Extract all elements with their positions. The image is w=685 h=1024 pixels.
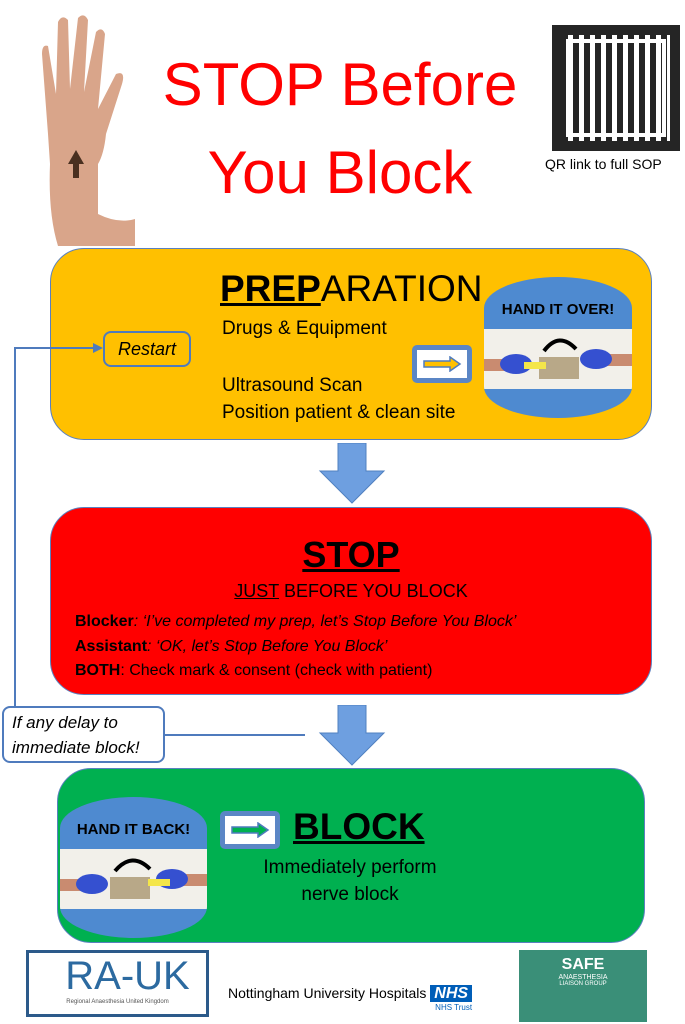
- stop-line: Blocker: ‘I’ve completed my prep, let’s …: [75, 613, 517, 630]
- nuh-logo: Nottingham University Hospitals NHS NHS …: [228, 985, 473, 1012]
- prep-item: Ultrasound Scan: [222, 375, 363, 396]
- handover-photo: [484, 329, 632, 389]
- restart-label: Restart: [103, 331, 191, 367]
- down-arrow-icon: [318, 705, 386, 766]
- title-line-2: You Block: [207, 139, 473, 206]
- down-arrow-icon: [318, 443, 386, 504]
- raised-hand-image: [38, 14, 135, 246]
- stop-box: [50, 507, 652, 695]
- qr-code[interactable]: [552, 25, 680, 151]
- prep-item: Drugs & Equipment: [222, 318, 387, 339]
- block-title: BLOCK: [293, 806, 425, 847]
- title-line-1: STOP Before: [162, 51, 518, 118]
- preparation-title: PREPARATION: [220, 268, 483, 309]
- stop-script: Blocker: ‘I’ve completed my prep, let’s …: [75, 610, 516, 684]
- arrow-right-icon: [220, 811, 280, 849]
- handback-photo: [60, 849, 207, 909]
- hand-it-back-panel: HAND IT BACK!: [60, 797, 207, 938]
- block-line: nerve block: [301, 884, 399, 905]
- hand-it-over-label: HAND IT OVER!: [501, 301, 615, 318]
- safe-logo: SAFE ANAESTHESIA LIAISON GROUP: [519, 950, 647, 1022]
- stop-subtitle: JUST BEFORE YOU BLOCK: [234, 581, 468, 601]
- prep-item: Position patient & clean site: [222, 402, 456, 423]
- hand-it-over-panel: HAND IT OVER!: [484, 277, 632, 418]
- qr-caption: QR link to full SOP: [545, 156, 662, 172]
- block-line: Immediately perform: [263, 857, 437, 878]
- hand-it-back-label: HAND IT BACK!: [76, 821, 191, 838]
- arrow-right-icon: [412, 345, 472, 383]
- stop-line: BOTH: Check mark & consent (check with p…: [75, 662, 433, 679]
- restart-loop-connector: [14, 343, 305, 736]
- rauk-logo: RA-UK Regional Anaesthesia United Kingdo…: [26, 950, 209, 1017]
- stop-title: STOP: [302, 534, 400, 575]
- stop-line: Assistant: ‘OK, let’s Stop Before You Bl…: [75, 637, 388, 655]
